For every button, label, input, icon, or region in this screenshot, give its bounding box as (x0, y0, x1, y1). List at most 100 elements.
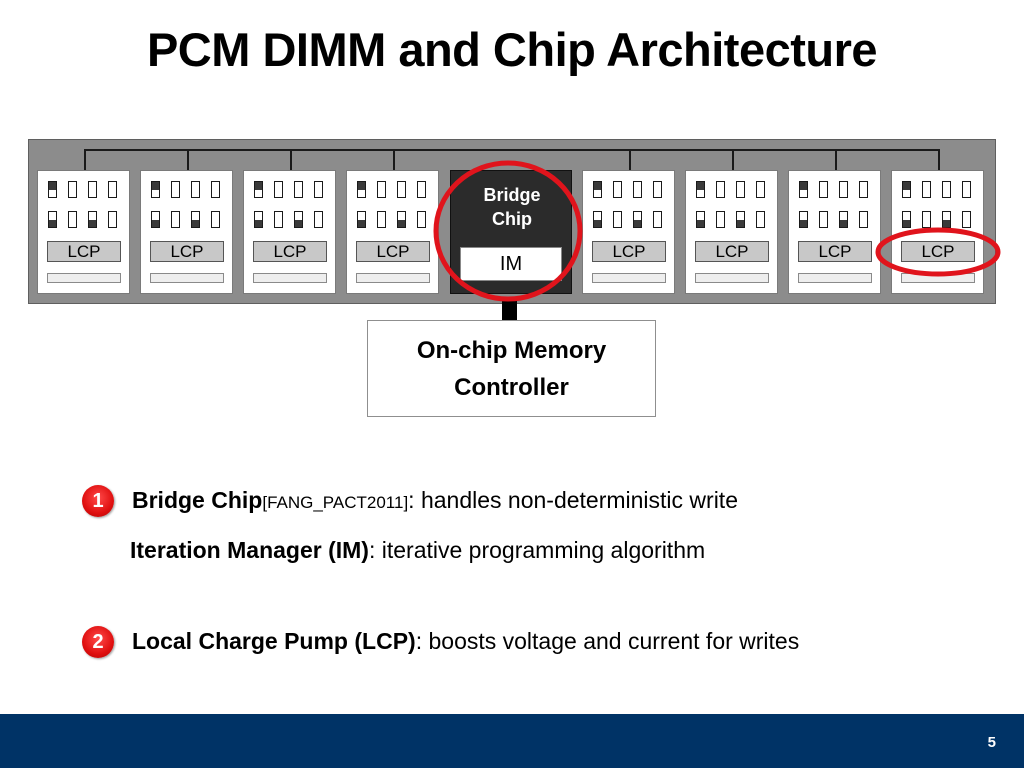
memory-cell (314, 211, 323, 228)
memory-controller-line2: Controller (454, 373, 569, 401)
memory-cell (613, 181, 622, 198)
memory-cell (151, 181, 160, 198)
pcm-chip: LCP (582, 170, 675, 294)
memory-cell (922, 181, 931, 198)
chip-lower-bar (47, 273, 121, 283)
bridge-chip-label-line1: Bridge (483, 185, 541, 205)
lcp-label: LCP (150, 241, 224, 262)
bullet-number-2: 2 (82, 626, 114, 658)
pcm-chip: LCP (140, 170, 233, 294)
bus-drop-line (84, 149, 86, 170)
lcp-label: LCP (798, 241, 872, 262)
chip-lower-bar (150, 273, 224, 283)
memory-cell (417, 211, 426, 228)
memory-cell (716, 211, 725, 228)
memory-cell (613, 211, 622, 228)
memory-cell (653, 181, 662, 198)
memory-cell (962, 181, 971, 198)
page-number: 5 (987, 734, 996, 751)
memory-cell (839, 211, 848, 228)
slide-title: PCM DIMM and Chip Architecture (146, 23, 878, 76)
memory-cell (653, 211, 662, 228)
memory-cell (377, 181, 386, 198)
memory-cell (696, 211, 705, 228)
memory-cell (211, 211, 220, 228)
memory-cell (799, 211, 808, 228)
memory-cell (274, 181, 283, 198)
pcm-chip: LCP (37, 170, 130, 294)
memory-cell (902, 181, 911, 198)
bridge-chip-description: : handles non-deterministic write (408, 487, 738, 513)
bridge-chip: Bridge Chip IM (450, 170, 572, 294)
bullet-1-line: Bridge Chip[FANG_PACT2011]: handles non-… (132, 487, 738, 514)
memory-cell (254, 181, 263, 198)
memory-cell (397, 211, 406, 228)
memory-cell (819, 211, 828, 228)
bridge-chip-label-line2: Chip (492, 209, 532, 229)
bridge-chip-label: Bridge Chip (451, 183, 573, 231)
bridge-chip-term: Bridge Chip (132, 487, 263, 513)
bus-drop-line (393, 149, 395, 170)
memory-cell (799, 181, 808, 198)
dimm-module: Bridge Chip IM LCP LCP LCP LCP LCP LCP LCP LCP (28, 139, 996, 304)
bus-drop-line (938, 149, 940, 170)
memory-cell (48, 181, 57, 198)
memory-cell (108, 181, 117, 198)
chip-lower-bar (356, 273, 430, 283)
chip-lower-bar (253, 273, 327, 283)
memory-cell (88, 211, 97, 228)
memory-cell (191, 211, 200, 228)
bridge-chip-highlight-circle (433, 160, 583, 302)
memory-cell (942, 211, 951, 228)
iteration-manager-term: Iteration Manager (IM) (130, 537, 369, 563)
chip-lower-bar (798, 273, 872, 283)
bus-drop-line (732, 149, 734, 170)
pcm-chip: LCP (685, 170, 778, 294)
bus-top-line (84, 149, 938, 151)
memory-cell (377, 211, 386, 228)
memory-cell (756, 211, 765, 228)
bus-drop-line (290, 149, 292, 170)
memory-cell (357, 181, 366, 198)
lcp-label: LCP (592, 241, 666, 262)
memory-cell (417, 181, 426, 198)
memory-cell (191, 181, 200, 198)
memory-cell (171, 181, 180, 198)
memory-cell (736, 211, 745, 228)
memory-cell (902, 211, 911, 228)
lcp-description: : boosts voltage and current for writes (415, 628, 800, 654)
pcm-chip: LCP (243, 170, 336, 294)
memory-controller-box: On-chip Memory Controller (367, 320, 656, 417)
memory-cell (593, 181, 602, 198)
iteration-manager-description: : iterative programming algorithm (368, 537, 706, 563)
lcp-highlight-circle (875, 227, 1001, 277)
lcp-label: LCP (356, 241, 430, 262)
memory-cell (397, 181, 406, 198)
bus-drop-line (629, 149, 631, 170)
bridge-chip-reference: [FANG_PACT2011] (262, 493, 409, 512)
memory-cell (716, 181, 725, 198)
lcp-label: LCP (47, 241, 121, 262)
memory-cell (922, 211, 931, 228)
bullet-2-line: Local Charge Pump (LCP): boosts voltage … (132, 628, 799, 655)
memory-cell (48, 211, 57, 228)
memory-cell (314, 181, 323, 198)
memory-cell (151, 211, 160, 228)
pcm-chip: LCP (788, 170, 881, 294)
chip-lower-bar (592, 273, 666, 283)
memory-cell (294, 211, 303, 228)
memory-cell (819, 181, 828, 198)
memory-cell (68, 181, 77, 198)
memory-cell (88, 181, 97, 198)
memory-cell (696, 181, 705, 198)
bullet-1-subline: Iteration Manager (IM): iterative progra… (130, 537, 705, 564)
iteration-manager-box: IM (460, 247, 562, 281)
memory-cell (633, 211, 642, 228)
bus-drop-line (835, 149, 837, 170)
memory-cell (274, 211, 283, 228)
lcp-label: LCP (695, 241, 769, 262)
memory-cell (962, 211, 971, 228)
lcp-label: LCP (901, 241, 975, 262)
bullet-number-1: 1 (82, 485, 114, 517)
memory-cell (633, 181, 642, 198)
